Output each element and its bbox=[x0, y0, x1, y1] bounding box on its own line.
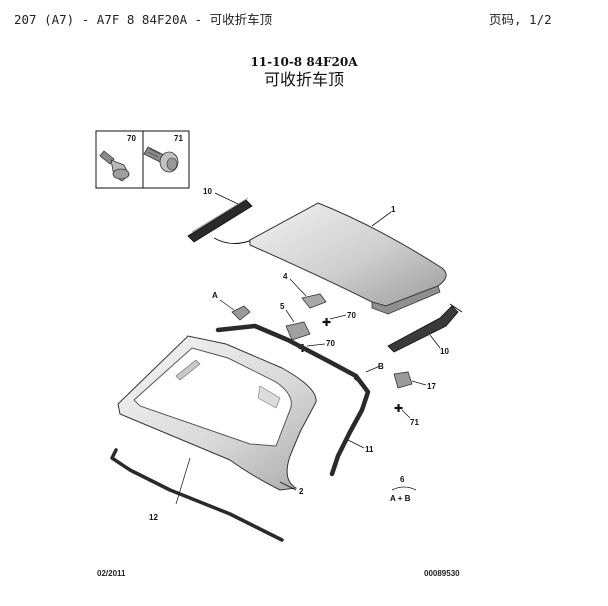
diagram-code: 11-10-8 84F20A bbox=[250, 55, 358, 69]
weatherstrip-side-11: 11 bbox=[215, 323, 374, 477]
clip-17: 17 ✚ 71 bbox=[393, 371, 436, 427]
callout-2: 2 bbox=[299, 487, 304, 496]
detail-a-bracket: A bbox=[212, 291, 251, 321]
callout-17: 17 bbox=[427, 382, 436, 391]
box-label-70: 70 bbox=[127, 134, 136, 143]
callout-70b: 70 bbox=[326, 339, 335, 348]
roof-frame-2: 2 bbox=[117, 335, 317, 496]
callout-11: 11 bbox=[365, 445, 374, 454]
hinge-bracket-4: 4 ✚ 70 bbox=[283, 272, 356, 329]
page-indicator: 页码, 1/2 bbox=[489, 12, 552, 27]
diagram-title: 可收折车顶 bbox=[263, 70, 344, 89]
weatherstrip-lower-12: 12 bbox=[110, 448, 284, 542]
callout-5: 5 bbox=[280, 302, 285, 311]
fastener-box: 70 71 bbox=[95, 130, 190, 189]
callout-70a: 70 bbox=[347, 311, 356, 320]
screw-70a-icon: ✚ bbox=[322, 316, 331, 329]
seal-strip-right: 10 bbox=[387, 303, 463, 356]
footer-reference: 00089530 bbox=[424, 569, 460, 578]
bolt-70-icon bbox=[99, 150, 130, 182]
document-reference: 207 (A7) - A7F 8 84F20A - 可收折车顶 bbox=[14, 12, 273, 27]
roof-panel: 1 bbox=[249, 202, 447, 315]
seal-strip-front: 10 bbox=[187, 187, 253, 244]
callout-10-front: 10 bbox=[203, 187, 212, 196]
callout-6: 6 bbox=[400, 475, 405, 484]
callout-4: 4 bbox=[283, 272, 288, 281]
callout-b: B bbox=[378, 362, 384, 371]
callout-a: A bbox=[212, 291, 218, 300]
callout-10-right: 10 bbox=[440, 347, 449, 356]
box-label-71: 71 bbox=[174, 134, 183, 143]
assembly-6-note: 6 A + B bbox=[390, 475, 417, 503]
callout-71: 71 bbox=[410, 418, 419, 427]
screw-71-icon: ✚ bbox=[394, 402, 403, 415]
bolt-71-icon bbox=[143, 146, 179, 173]
callout-1: 1 bbox=[391, 205, 396, 214]
footer-date: 02/2011 bbox=[97, 569, 126, 578]
callout-12: 12 bbox=[149, 513, 158, 522]
assembly-formula: A + B bbox=[390, 494, 411, 503]
